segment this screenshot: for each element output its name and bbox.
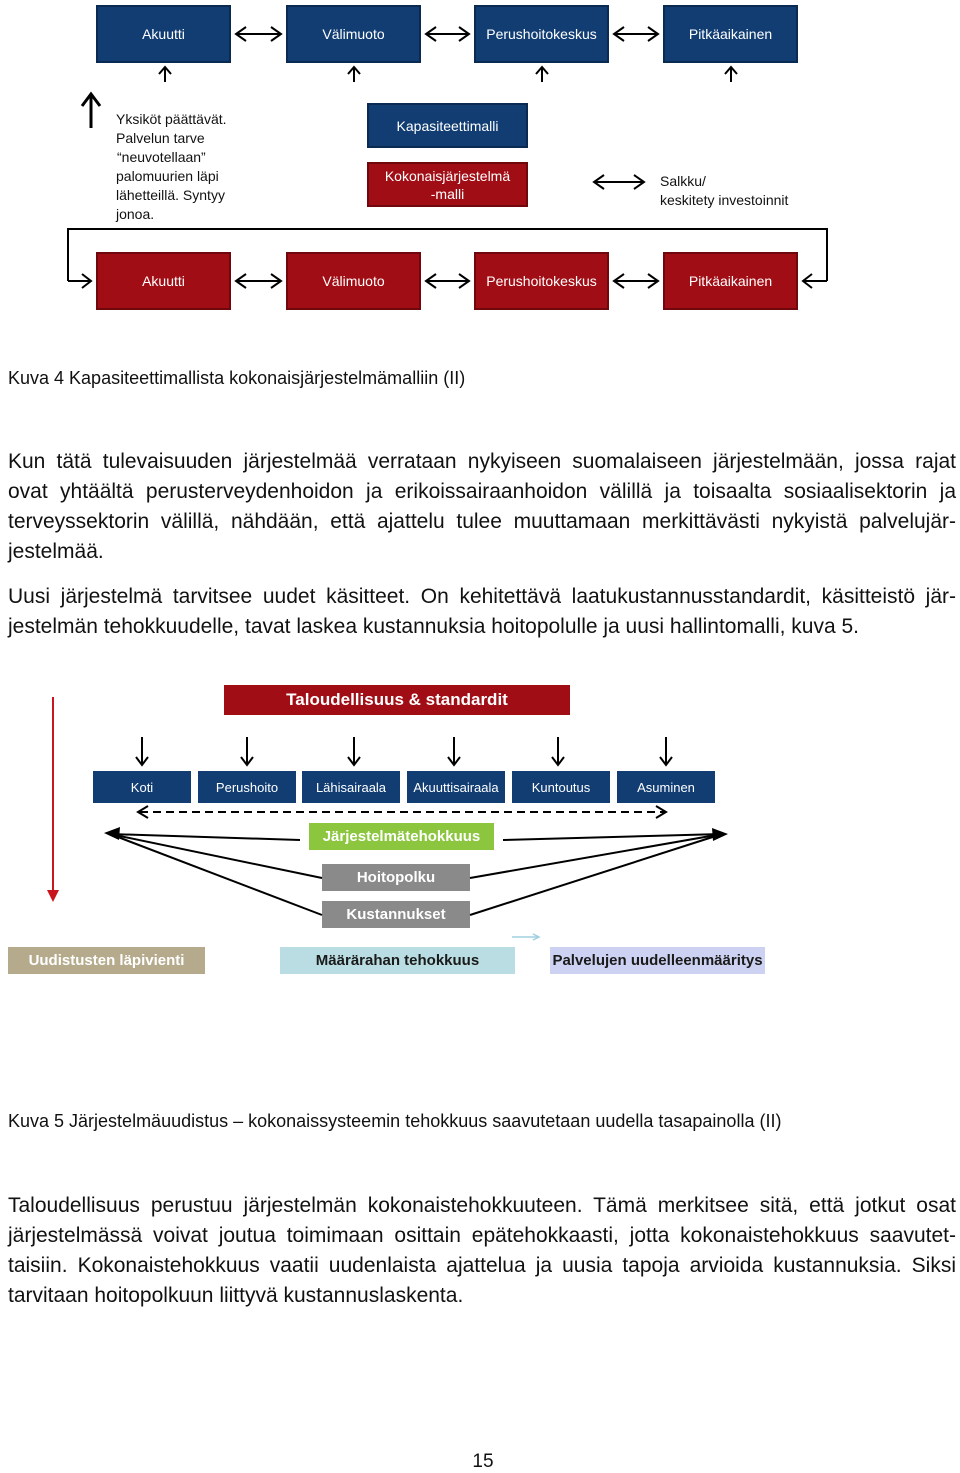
fan-line bbox=[109, 833, 301, 841]
big-up-arrow-icon bbox=[80, 91, 102, 128]
top-box-primary-care-center: Perushoitokeskus bbox=[474, 5, 609, 63]
fan-line bbox=[109, 833, 323, 916]
figure-4-caption: Kuva 4 Kapasiteettimallista kokonaisjärj… bbox=[8, 368, 466, 388]
left-note-line: “neuvotellaan” bbox=[117, 149, 206, 165]
fan-line bbox=[469, 833, 723, 879]
down-arrow-icon bbox=[240, 737, 254, 767]
paragraph-1: Kun tätä tulevaisuuden järjestelmää verr… bbox=[8, 447, 956, 567]
paragraph-line: terveyssektorin välillä, nähdään, että a… bbox=[8, 510, 956, 533]
double-arrow-icon bbox=[612, 26, 660, 42]
right-note-line: keskitety investoinnit bbox=[660, 192, 789, 208]
system-efficiency-box: Järjestelmätehokkuus bbox=[309, 823, 494, 850]
service-box-housing: Asuminen bbox=[617, 771, 715, 803]
double-arrow-icon bbox=[592, 174, 646, 190]
down-arrow-icon bbox=[447, 737, 461, 767]
bracket-line bbox=[67, 228, 828, 281]
down-arrow-icon bbox=[551, 737, 565, 767]
paragraph-line: Kun tätä tulevaisuuden järjestelmää verr… bbox=[8, 450, 956, 473]
bottom-box-intermediate: Välimuoto bbox=[286, 252, 421, 310]
budget-efficiency-box: Määrärahan tehokkuus bbox=[280, 947, 515, 974]
figure-5-caption: Kuva 5 Järjestelmäuudistus – kokonaissys… bbox=[8, 1111, 782, 1131]
paragraph-2: Uusi järjestelmä tarvitsee uudet käsitte… bbox=[8, 582, 956, 642]
red-down-arrow-icon bbox=[47, 697, 59, 902]
right-note: Salkku/ keskitety investoinnit bbox=[660, 172, 820, 210]
small-right-arrow-icon bbox=[512, 933, 541, 941]
economy-standards-box: Taloudellisuus & standardit bbox=[224, 685, 570, 715]
paragraph-line: Taloudellisuus perustuu järjestelmän kok… bbox=[8, 1194, 956, 1217]
left-note: Yksiköt päättävät. Palvelun tarve “neuvo… bbox=[116, 110, 256, 224]
figure-5-connectors bbox=[47, 697, 728, 941]
up-arrow-icon bbox=[724, 65, 738, 82]
top-box-long-term: Pitkäaikainen bbox=[663, 5, 798, 63]
page-number: 15 bbox=[472, 1451, 494, 1472]
fan-line bbox=[469, 833, 723, 916]
costs-box: Kustannukset bbox=[322, 901, 470, 928]
paragraph-line: jestelmää. bbox=[8, 540, 104, 563]
left-arrowhead-icon bbox=[104, 827, 120, 840]
double-arrow-icon bbox=[234, 26, 283, 42]
bottom-box-acute: Akuutti bbox=[96, 252, 231, 310]
bottom-box-primary-care-center: Perushoitokeskus bbox=[474, 252, 609, 310]
service-box-acute-hospital: Akuuttisairaala bbox=[407, 771, 505, 803]
down-arrow-icon bbox=[135, 737, 149, 767]
figure-4-connectors bbox=[67, 26, 828, 289]
paragraph-line: taisiin. Kokonaistehokkuus vaatii uudenl… bbox=[8, 1254, 956, 1277]
right-arrowhead-icon bbox=[712, 828, 728, 841]
top-box-intermediate: Välimuoto bbox=[286, 5, 421, 63]
left-note-line: palomuurien läpi bbox=[116, 168, 219, 184]
bottom-box-long-term: Pitkäaikainen bbox=[663, 252, 798, 310]
double-arrow-icon bbox=[612, 273, 660, 289]
down-arrow-icon bbox=[347, 737, 361, 767]
paragraph-line: jestelmän tehokkuudelle, tavat laskea ku… bbox=[8, 615, 860, 638]
left-note-line: Palvelun tarve bbox=[116, 130, 205, 146]
service-box-local-hospital: Lähisairaala bbox=[302, 771, 400, 803]
right-arrow-icon bbox=[68, 273, 93, 289]
service-box-home: Koti bbox=[93, 771, 191, 803]
system-model-line: -malli bbox=[430, 185, 465, 202]
care-path-box: Hoitopolku bbox=[322, 864, 470, 891]
service-redefinition-box: Palvelujen uudelleenmääritys bbox=[550, 947, 765, 974]
left-note-line: Yksiköt päättävät. bbox=[116, 111, 227, 127]
paragraph-line: Uusi järjestelmä tarvitsee uudet käsitte… bbox=[8, 585, 956, 608]
service-box-basic-care: Perushoito bbox=[198, 771, 296, 803]
left-arrow-icon bbox=[801, 273, 827, 289]
up-arrow-icon bbox=[158, 65, 172, 82]
down-arrow-icon bbox=[659, 737, 673, 767]
paragraph-3: Taloudellisuus perustuu järjestelmän kok… bbox=[8, 1191, 956, 1311]
fan-line bbox=[109, 833, 323, 879]
double-arrow-icon bbox=[424, 273, 471, 289]
capacity-model-box: Kapasiteettimalli bbox=[367, 103, 528, 148]
paragraph-line: tarvitaan hoitopolkuun liittyvä kustannu… bbox=[8, 1284, 464, 1307]
dashed-double-arrow-icon bbox=[136, 805, 668, 819]
system-model-line: Kokonaisjärjestelmä bbox=[384, 167, 511, 184]
service-box-rehabilitation: Kuntoutus bbox=[512, 771, 610, 803]
system-model-box: Kokonaisjärjestelmä -malli bbox=[367, 162, 528, 207]
up-arrow-icon bbox=[535, 65, 549, 82]
right-note-line: Salkku/ bbox=[660, 173, 706, 189]
top-box-acute: Akuutti bbox=[96, 5, 231, 63]
paragraph-line: järjestelmässä voivat joutua toimimaan o… bbox=[8, 1224, 956, 1247]
paragraph-line: ovat yhtäältä perusterveydenhoidon ja er… bbox=[8, 480, 956, 503]
up-arrow-icon bbox=[347, 65, 361, 82]
double-arrow-icon bbox=[234, 273, 283, 289]
left-note-line: lähetteillä. Syntyy bbox=[116, 187, 225, 203]
double-arrow-icon bbox=[424, 26, 471, 42]
fan-line bbox=[502, 833, 723, 841]
left-note-line: jonoa. bbox=[116, 206, 155, 222]
innovation-box: Uudistusten läpivienti bbox=[8, 947, 205, 974]
